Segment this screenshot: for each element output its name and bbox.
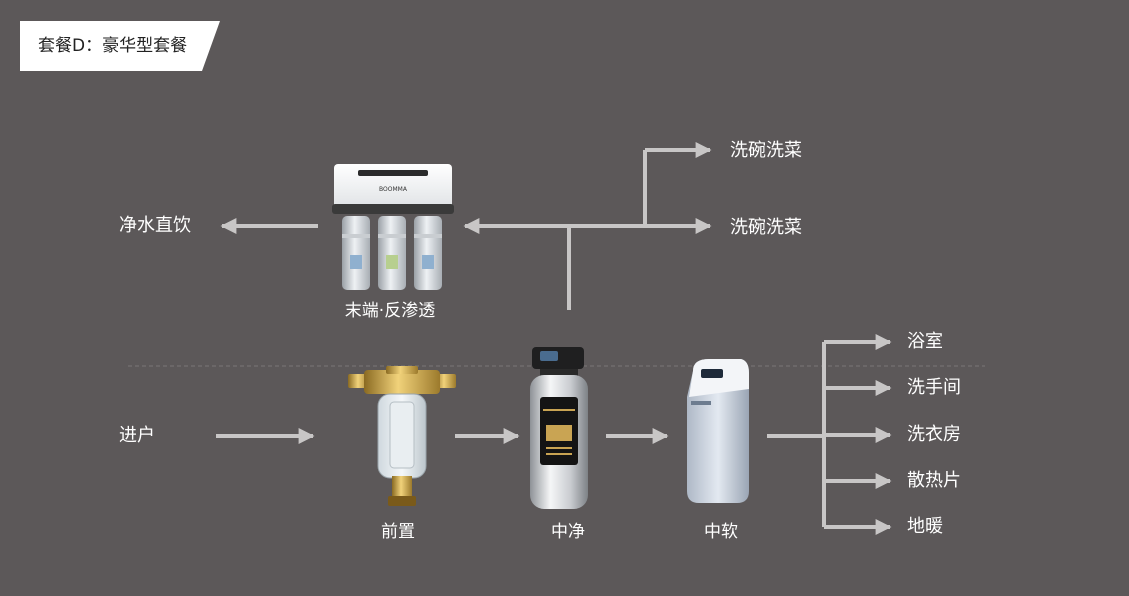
central-purifier-image bbox=[530, 347, 588, 509]
label-direct-drink: 净水直饮 bbox=[119, 215, 191, 236]
ro-brand-text: BOOMMA bbox=[379, 186, 408, 193]
label-inlet: 进户 bbox=[119, 425, 155, 446]
outlet-washroom: 洗手间 bbox=[907, 377, 961, 398]
caption-ro: 末端·反渗透 bbox=[344, 301, 436, 321]
title-tag-shape bbox=[20, 21, 220, 71]
outlet-radiator: 散热片 bbox=[907, 470, 961, 491]
outlet-floor-heating: 地暖 bbox=[907, 516, 943, 537]
outlet-laundry: 洗衣房 bbox=[907, 424, 961, 445]
prefilter-image bbox=[348, 366, 456, 506]
package-title: 套餐D：豪华型套餐 bbox=[38, 36, 188, 56]
ro-purifier-image: BOOMMA bbox=[332, 164, 454, 290]
softener-image bbox=[687, 359, 749, 503]
caption-softener: 中软 bbox=[704, 522, 738, 542]
caption-prefilter: 前置 bbox=[381, 522, 415, 542]
outlet-bathroom: 浴室 bbox=[907, 331, 943, 352]
label-dishwash-1: 洗碗洗菜 bbox=[730, 140, 802, 161]
caption-central-purifier: 中净 bbox=[551, 522, 585, 542]
label-dishwash-2: 洗碗洗菜 bbox=[730, 217, 802, 238]
package-title-tag: 套餐D：豪华型套餐 bbox=[20, 21, 220, 71]
